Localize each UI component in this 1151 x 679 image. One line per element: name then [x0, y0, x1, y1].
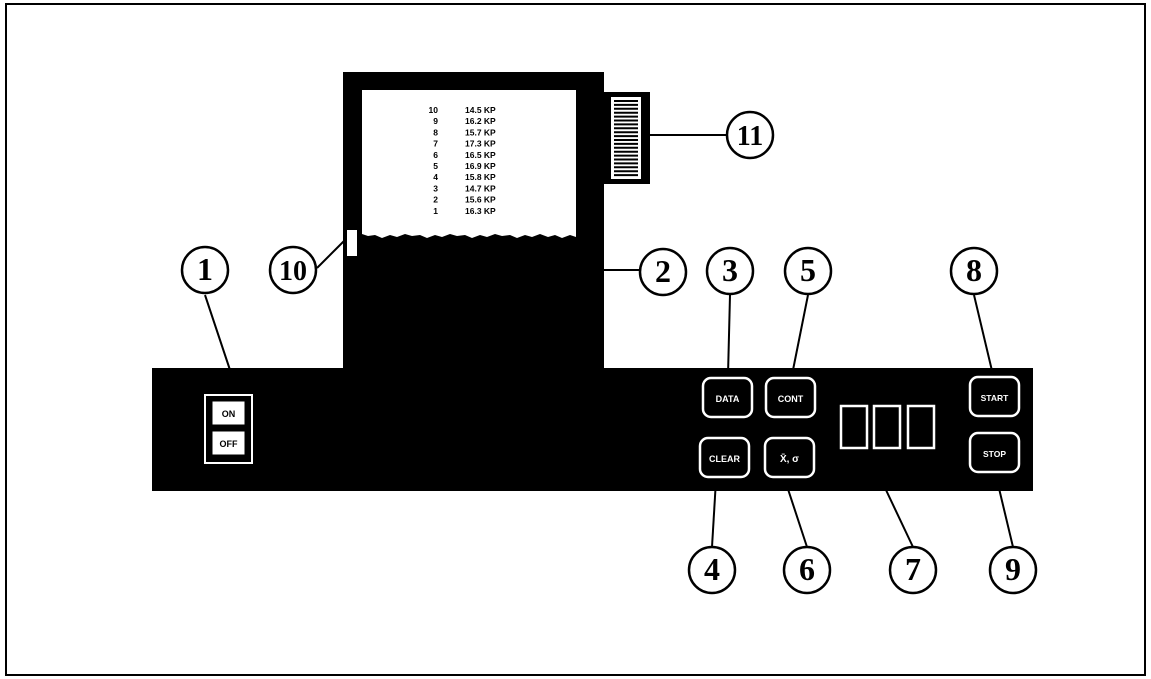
- display-digit: [906, 404, 936, 450]
- callout-label: 11: [737, 121, 763, 152]
- callout-label: 10: [279, 256, 307, 287]
- printout-row-value: 16.9 KP: [465, 161, 496, 171]
- callout-label: 1: [197, 251, 213, 287]
- diagram-frame: [5, 3, 1146, 676]
- callout-6: 6: [782, 545, 832, 595]
- leader-line-7: [885, 489, 914, 548]
- callout-label: 3: [722, 252, 738, 288]
- power-switch-off-label: OFF: [220, 439, 238, 449]
- printout-row-number: 2: [433, 195, 438, 205]
- leader-line-4: [711, 479, 717, 548]
- data-button-label: DATA: [716, 394, 740, 404]
- display-digit: [872, 404, 902, 450]
- printout-row-number: 8: [433, 127, 438, 137]
- paper-tape: [362, 90, 576, 238]
- leader-line-6: [784, 479, 808, 548]
- callout-1: 1: [180, 245, 230, 295]
- callout-9: 9: [988, 545, 1038, 595]
- printout-row-number: 6: [433, 150, 438, 160]
- power-switch-on[interactable]: [211, 400, 246, 426]
- callout-label: 4: [704, 551, 720, 587]
- callout-7: 7: [888, 545, 938, 595]
- callout-label: 7: [905, 551, 921, 587]
- callout-10: 10: [268, 245, 318, 295]
- stats-button[interactable]: X̄, σ: [763, 436, 816, 479]
- cont-button[interactable]: CONT: [764, 376, 817, 419]
- printout-row-number: 9: [433, 116, 438, 126]
- paper-feed-indicator[interactable]: [345, 228, 359, 258]
- printout-row-number: 5: [433, 161, 438, 171]
- start-button[interactable]: START: [968, 375, 1021, 418]
- leader-line-1: [204, 294, 231, 371]
- leader-lines: [204, 134, 1014, 548]
- paper-roll-face: [611, 97, 641, 179]
- leader-line-3: [727, 294, 731, 376]
- callout-label: 5: [800, 252, 816, 288]
- printout-rows: 10 14.5 KP 9 16.2 KP 8 15.7 KP 7 17.3 KP 6 16.5 K…: [429, 105, 497, 216]
- clear-button[interactable]: CLEAR: [698, 436, 751, 479]
- printout-row-number: 4: [433, 172, 438, 182]
- callout-4: 4: [687, 545, 737, 595]
- data-button[interactable]: DATA: [701, 376, 754, 419]
- callout-2: 2: [638, 247, 688, 297]
- clear-button-label: CLEAR: [709, 454, 740, 464]
- callout-8: 8: [949, 246, 999, 296]
- callout-label: 8: [966, 252, 982, 288]
- leader-line-8: [973, 294, 994, 376]
- printout-row-value: 17.3 KP: [465, 139, 496, 149]
- printout-row-number: 1: [433, 206, 438, 216]
- callout-label: 6: [799, 551, 815, 587]
- start-button-label: START: [981, 393, 1010, 403]
- control-panel: [152, 368, 1033, 491]
- printout-row-number: 3: [433, 183, 438, 193]
- callout-5: 5: [783, 246, 833, 296]
- printout-row-value: 15.6 KP: [465, 195, 496, 205]
- cont-button-label: CONT: [778, 394, 804, 404]
- printout-row-value: 14.7 KP: [465, 183, 496, 193]
- leader-line-10: [316, 239, 346, 269]
- printout-row-number: 7: [433, 139, 438, 149]
- power-switch-on-label: ON: [222, 409, 236, 419]
- display-digit: [839, 404, 869, 450]
- stats-button-label: X̄, σ: [780, 453, 799, 465]
- printout-row-value: 15.8 KP: [465, 172, 496, 182]
- leader-line-5: [791, 294, 809, 376]
- printout-row-value: 15.7 KP: [465, 127, 496, 137]
- power-switch-off[interactable]: [211, 430, 246, 456]
- stop-button[interactable]: STOP: [968, 431, 1021, 474]
- stop-button-label: STOP: [983, 449, 1006, 459]
- printout-row-number: 10: [429, 105, 439, 115]
- digit-display: [839, 404, 936, 450]
- printout-row-value: 14.5 KP: [465, 105, 496, 115]
- leader-line-9: [996, 479, 1014, 548]
- callout-11: 11: [725, 110, 775, 160]
- printout-row-value: 16.5 KP: [465, 150, 496, 160]
- callout-label: 2: [655, 253, 671, 289]
- printout-row-value: 16.3 KP: [465, 206, 496, 216]
- callout-3: 3: [705, 246, 755, 296]
- printout-row-value: 16.2 KP: [465, 116, 496, 126]
- knob-ridges-icon: [614, 100, 638, 177]
- callout-label: 9: [1005, 551, 1021, 587]
